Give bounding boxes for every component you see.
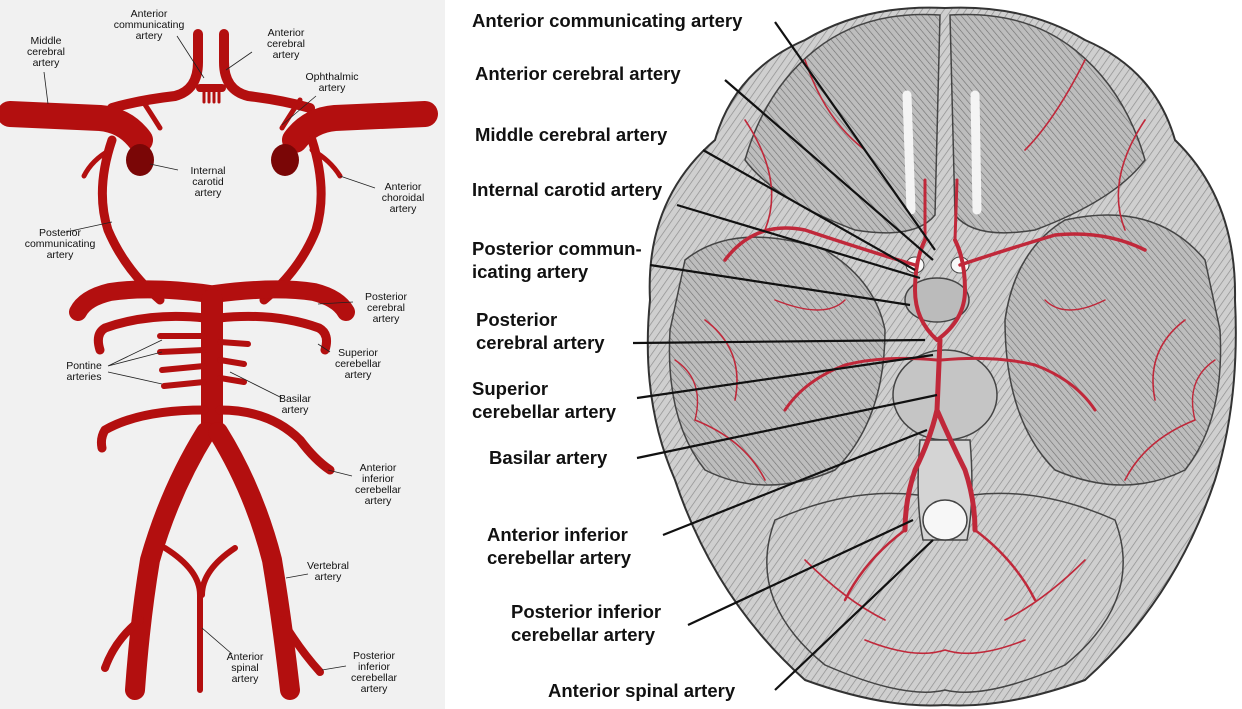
anterior-inferior-cerebellar-artery-right	[215, 405, 335, 475]
leader-internal-carotid	[676, 203, 921, 280]
leader-superior-cerebellar	[636, 353, 934, 400]
posterior-inferior-cerebellar-artery-right	[278, 616, 324, 676]
label-r-posterior-inferior-cerebellar-artery: Posterior inferior cerebellar artery	[511, 601, 662, 645]
anterior-spinal-artery	[162, 545, 238, 693]
leader-middle-cerebral	[702, 149, 916, 271]
label-r-anterior-spinal-artery: Anterior spinal artery	[548, 680, 736, 701]
posterior-cerebral-artery-left	[69, 280, 219, 321]
posterior-cerebral-artery-right	[205, 280, 355, 321]
leader-anterior-inferior-cerebellar	[662, 428, 928, 537]
brain-base-illustration	[632, 6, 1237, 707]
label-internal-carotid-artery: Internal carotid artery	[190, 165, 226, 199]
label-basilar-artery: Basilar artery	[278, 393, 312, 416]
olfactory-tract-right	[970, 90, 982, 215]
internal-carotid-opening-right	[271, 144, 299, 176]
anterior-cerebral-artery-left	[107, 29, 203, 113]
vertebral-artery-left	[125, 422, 216, 700]
label-middle-cerebral-artery: Middle cerebral artery	[27, 35, 65, 69]
leader-anterior-communicating	[774, 21, 936, 251]
label-anterior-inferior-cerebellar-artery: Anterior inferior cerebellar artery	[354, 462, 402, 507]
superior-cerebellar-artery-left	[93, 311, 210, 355]
leader-basilar	[636, 393, 938, 460]
posterior-inferior-cerebellar-artery-left	[101, 616, 144, 672]
label-anterior-spinal-artery: Anterior spinal artery	[226, 651, 264, 685]
anterior-cerebral-artery-right	[219, 29, 315, 113]
middle-cerebral-artery-right	[282, 101, 438, 153]
circle-of-willis-schematic	[0, 29, 438, 700]
temporal-lobe-left	[668, 236, 886, 486]
label-posterior-cerebral-artery: Posterior cerebral artery	[364, 291, 407, 325]
label-posterior-inferior-cerebellar-artery: Posterior inferior cerebellar artery	[350, 650, 398, 695]
label-r-internal-carotid-artery: Internal carotid artery	[472, 179, 663, 200]
label-pontine-arteries: Pontine arteries	[66, 360, 102, 383]
label-r-anterior-communicating-artery: Anterior communicating artery	[472, 10, 743, 31]
leader-anterior-cerebral	[724, 79, 934, 261]
label-vertebral-artery: Vertebral artery	[306, 560, 350, 583]
olfactory-tract-left	[902, 90, 916, 215]
label-anterior-choroidal-artery: Anterior choroidal artery	[381, 181, 425, 215]
leader-posterior-inferior-cerebellar	[687, 519, 914, 626]
schematic-panel: Anterior communicating artery Anterior c…	[0, 0, 445, 709]
frontal-lobe-left	[744, 13, 941, 234]
leader-posterior-cerebral	[632, 338, 926, 345]
superior-cerebellar-artery-right	[214, 311, 331, 355]
internal-carotid-opening-left	[126, 144, 154, 176]
temporal-lobe-right	[1004, 214, 1222, 486]
label-anterior-cerebral-artery: Anterior cerebral artery	[267, 27, 305, 61]
label-superior-cerebellar-artery: Superior cerebellar artery	[334, 347, 382, 381]
ophthalmic-artery	[279, 97, 303, 131]
spinal-cord-section	[922, 499, 968, 541]
label-r-posterior-cerebral-artery: Posterior cerebral artery	[476, 309, 605, 353]
label-anterior-communicating-artery: Anterior communicating artery	[113, 8, 185, 42]
leader-posterior-communicating	[649, 263, 911, 307]
middle-cerebral-artery-left	[0, 101, 153, 153]
anterior-choroidal-artery-right	[309, 147, 343, 179]
basilar-artery-drawing	[902, 337, 978, 533]
leader-anterior-spinal	[774, 539, 934, 691]
label-r-posterior-communicating-artery: Posterior commun- icating artery	[472, 238, 642, 282]
label-ophthalmic-artery: Ophthalmic artery	[305, 71, 359, 94]
label-r-basilar-artery: Basilar artery	[489, 447, 608, 468]
hypophysis	[904, 277, 970, 323]
label-r-anterior-cerebral-artery: Anterior cerebral artery	[475, 63, 681, 84]
anterior-inferior-cerebellar-artery-left	[96, 405, 209, 453]
vertebral-artery-right	[208, 422, 300, 700]
label-r-anterior-inferior-cerebellar-artery: Anterior inferior cerebellar artery	[487, 524, 631, 568]
label-r-superior-cerebellar-artery: Superior cerebellar artery	[472, 378, 616, 422]
label-r-middle-cerebral-artery: Middle cerebral artery	[475, 124, 668, 145]
label-posterior-communicating-artery: Posterior communicating artery	[24, 227, 96, 261]
